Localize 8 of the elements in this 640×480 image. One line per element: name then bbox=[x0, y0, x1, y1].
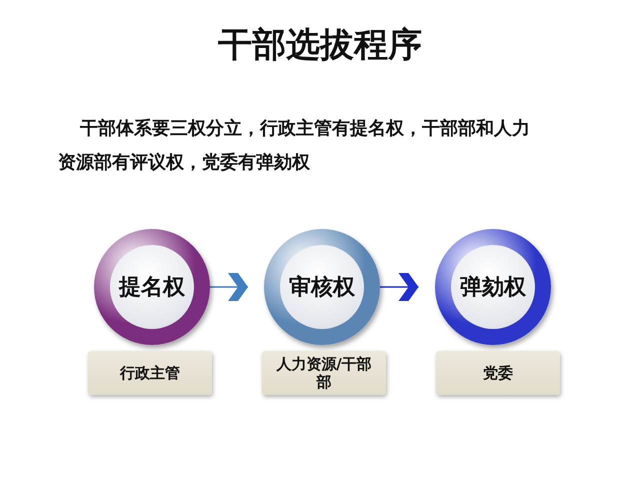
role-box: 党委 bbox=[436, 351, 560, 395]
role-box: 行政主管 bbox=[88, 351, 212, 395]
step-label: 弹劾权 bbox=[459, 274, 528, 302]
role-box: 人力资源/干部部 bbox=[262, 351, 386, 395]
step-label: 审核权 bbox=[288, 274, 356, 302]
step-label: 提名权 bbox=[118, 274, 186, 302]
description-text: 干部体系要三权分立，行政主管有提名权，干部部和人力资源部有评议权，党委有弹劾权 bbox=[58, 117, 531, 175]
title: 干部选拔程序 bbox=[217, 24, 423, 67]
